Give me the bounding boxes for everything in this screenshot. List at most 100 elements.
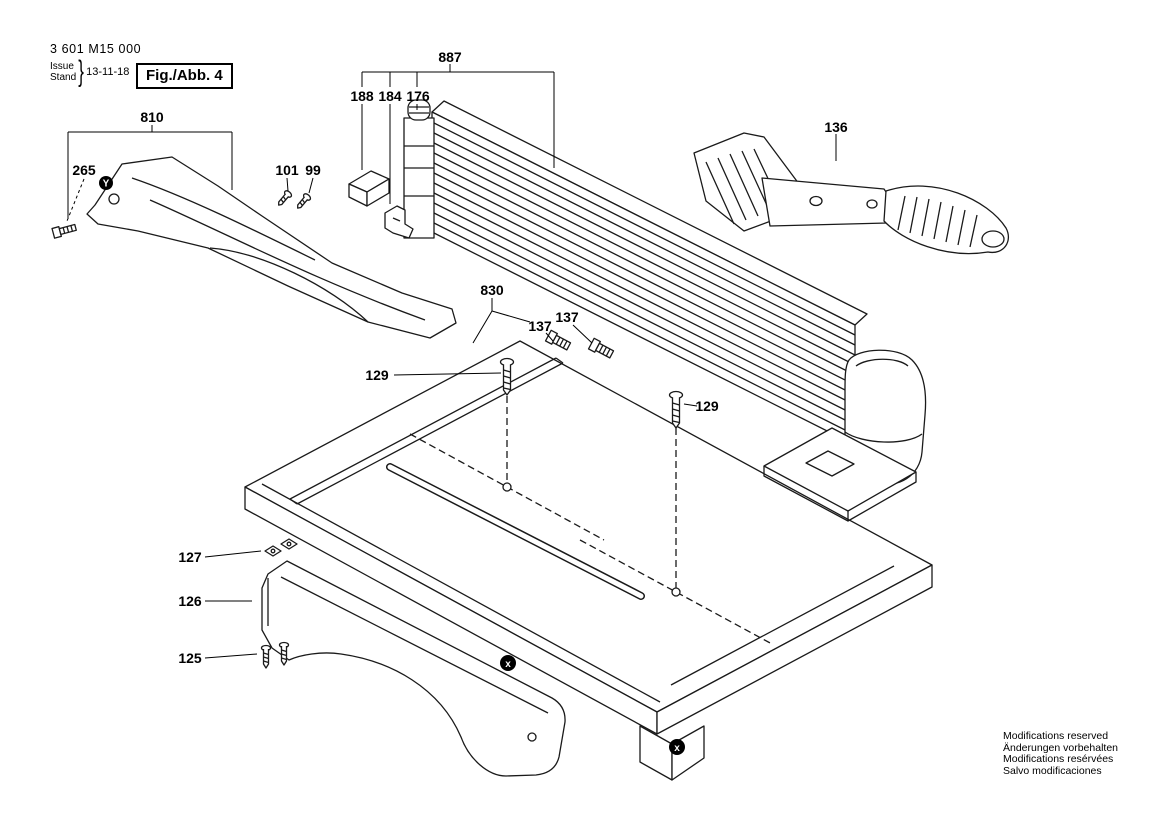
rail-end-cap (403, 117, 435, 239)
figure-number-box: Fig./Abb. 4 (136, 63, 233, 89)
clip-184-detail (392, 217, 401, 222)
rail-end-bracket-top-line (855, 358, 909, 367)
callout-188: 188 (350, 88, 374, 104)
screw-265 (51, 223, 77, 239)
callout-810: 810 (140, 109, 164, 125)
callout-129-b: 129 (695, 398, 719, 414)
modifications-line-fr: Modifications resérvées (1003, 753, 1114, 765)
callout-99: 99 (305, 162, 321, 178)
rail-mount-foot-thickness (763, 466, 917, 522)
screw-125-left-threads (263, 652, 269, 664)
miter-guard-assembly (86, 156, 457, 339)
document-number: 3 601 M15 000 (50, 42, 142, 56)
miter-guard-sweep-line-1 (149, 199, 426, 321)
screw-129-left-shaft (502, 364, 512, 396)
callout-887: 887 (438, 49, 462, 65)
assembly-mark-x2-circle (669, 739, 685, 755)
leader-127 (204, 550, 262, 558)
bolt-137-right (587, 337, 615, 359)
modifications-line-de: Änderungen vorbehalten (1003, 741, 1119, 754)
table-miter-groove (289, 357, 564, 505)
square-nut-2-hole (286, 541, 292, 547)
clamp-188-right (366, 178, 390, 207)
callout-101: 101 (275, 162, 299, 178)
screw-129-right-shaft (671, 397, 681, 429)
assembly-mark-x1: x (500, 655, 516, 671)
screw-101-shaft (278, 193, 290, 206)
callout-830: 830 (480, 282, 504, 298)
screw-101-threads (280, 196, 287, 203)
issue-row: Issue Stand } 13-11-18 (50, 55, 270, 89)
leader-101 (286, 177, 289, 192)
rail-mount-foot-slot (805, 450, 855, 477)
modifications-note: Modifications reserved Änderungen vorbeh… (1003, 730, 1119, 777)
leader-125 (204, 653, 258, 659)
callout-176: 176 (406, 88, 430, 104)
modifications-line-es: Salvo modificaciones (1003, 764, 1102, 777)
handle-grip-endcap (981, 230, 1005, 248)
base-support-hole (527, 732, 537, 742)
variant-badge: Y (99, 176, 113, 190)
screw-101 (278, 190, 293, 206)
clip-184 (384, 205, 414, 239)
table-screw-hole-right (671, 587, 681, 597)
square-nuts-127 (264, 538, 298, 557)
rail-extrusion-ribs (431, 121, 856, 436)
leader-810 (67, 125, 233, 218)
screw-99-threads (299, 199, 306, 206)
handle-arm-hole-2 (866, 199, 878, 209)
leader-887 (361, 64, 555, 204)
screw-129-left-threads (503, 369, 511, 391)
screw-129-right (668, 390, 684, 429)
handle-guard-ribs (705, 148, 783, 225)
rail-end-knob-ribs (409, 106, 429, 114)
clip-184-body (384, 205, 414, 239)
table-right-inset-line (670, 565, 895, 686)
leader-265 (66, 178, 85, 222)
leader-lines (66, 64, 837, 659)
assembly-mark-x1-letter: x (505, 659, 511, 670)
leader-129-right (683, 403, 698, 407)
stand-label: Stand (50, 72, 77, 83)
brace-glyph: } (78, 54, 84, 89)
screw-99-shaft (297, 196, 309, 209)
screw-99 (297, 193, 312, 209)
screw-125-left (260, 644, 272, 669)
title-block: 3 601 M15 000 Issue Stand } 13-11-18 Fig… (50, 42, 270, 89)
callout-125: 125 (178, 650, 202, 666)
screw-125-right (278, 641, 290, 666)
screw-129-right-head (668, 390, 684, 400)
rail-end-cap-lines (404, 145, 434, 197)
assembly-mark-x1-circle (500, 655, 516, 671)
callout-136: 136 (824, 119, 848, 135)
base-support-body (261, 560, 566, 777)
screw-129-left-head (499, 357, 515, 367)
screw-129-right-threads (672, 402, 680, 424)
screw-265-threads (62, 225, 74, 234)
handle-assembly (693, 132, 1010, 255)
leader-129-left (393, 372, 502, 376)
base-support-top-line (280, 576, 549, 714)
table-screw-hole-left (502, 482, 512, 492)
rail-end-bracket-bottom-line (844, 431, 923, 443)
assembly-mark-x2-letter: x (674, 743, 680, 754)
callout-137-a: 137 (528, 318, 552, 334)
callout-265: 265 (72, 162, 96, 178)
variant-badge-circle (99, 176, 113, 190)
assembly-mark-x2: x (669, 739, 685, 755)
rail-mount-foot (763, 427, 917, 522)
rail-end-knob (407, 99, 431, 121)
bolt-137-right-threads (598, 344, 611, 357)
callout-184: 184 (378, 88, 402, 104)
callout-129-a: 129 (365, 367, 389, 383)
bolt-137-left-threads (555, 336, 568, 349)
miter-guard-sweep-line-3 (209, 247, 369, 323)
modifications-line-en: Modifications reserved (1003, 730, 1109, 742)
table-left-inset-line (261, 483, 661, 703)
miter-guard-pivot-hole (108, 193, 120, 205)
callout-127: 127 (178, 549, 202, 565)
handle-grip (883, 185, 1010, 255)
table-foot-right-face (671, 725, 705, 781)
